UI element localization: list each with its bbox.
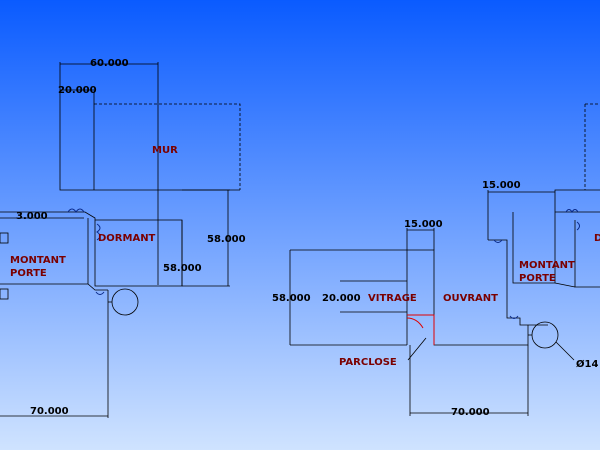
label-ouvrant: OUVRANT [443, 293, 498, 304]
wall-dashed-outline [94, 103, 241, 190]
dim-15-top: 15.000 [482, 180, 521, 191]
dim-58-outer: 58.000 [207, 234, 246, 245]
parclose-leader [407, 337, 427, 361]
door-bottom-edge [0, 283, 108, 291]
hardware-rect-bottom [0, 288, 9, 300]
label-vitrage: VITRAGE [368, 293, 417, 304]
label-montant-right-2: PORTE [519, 273, 556, 284]
seal-bottom-left [95, 291, 105, 295]
hardware-rect-top [0, 232, 9, 244]
dim-15-glass: 15.000 [404, 219, 443, 230]
label-parclose: PARCLOSE [339, 357, 397, 368]
wall-outline [59, 62, 240, 191]
montant-right-link [554, 282, 576, 288]
label-montant-left-1: MONTANT [10, 255, 66, 266]
dim-20: 20.000 [58, 85, 97, 96]
seal-right-bottom [509, 315, 519, 319]
dim-diameter: Ø14 [576, 358, 598, 370]
label-dormant: DORMANT [98, 233, 156, 244]
dim-58-inner: 58.000 [163, 263, 202, 274]
dim-20-right: 20.000 [322, 293, 361, 304]
seal-right-dormant [576, 221, 580, 231]
dim-70-left: 70.000 [30, 406, 69, 417]
dim-70-right: 70.000 [451, 407, 490, 418]
dim-60: 60.000 [90, 58, 129, 69]
dim-58-right: 58.000 [272, 293, 311, 304]
seal-right-top [565, 209, 579, 213]
parclose-shape [406, 314, 435, 345]
seal-right-ouvrant [493, 239, 503, 243]
seal-dormant [96, 223, 101, 241]
diameter-leader [555, 341, 575, 361]
seal-top-left [67, 208, 85, 213]
label-montant-left-2: PORTE [10, 268, 47, 279]
label-dormant-right: D [594, 233, 600, 244]
label-mur: MUR [152, 145, 178, 156]
montant-right-outline [512, 212, 556, 284]
dim-3: 3.000 [16, 211, 48, 222]
label-montant-right-1: MONTANT [519, 260, 575, 271]
